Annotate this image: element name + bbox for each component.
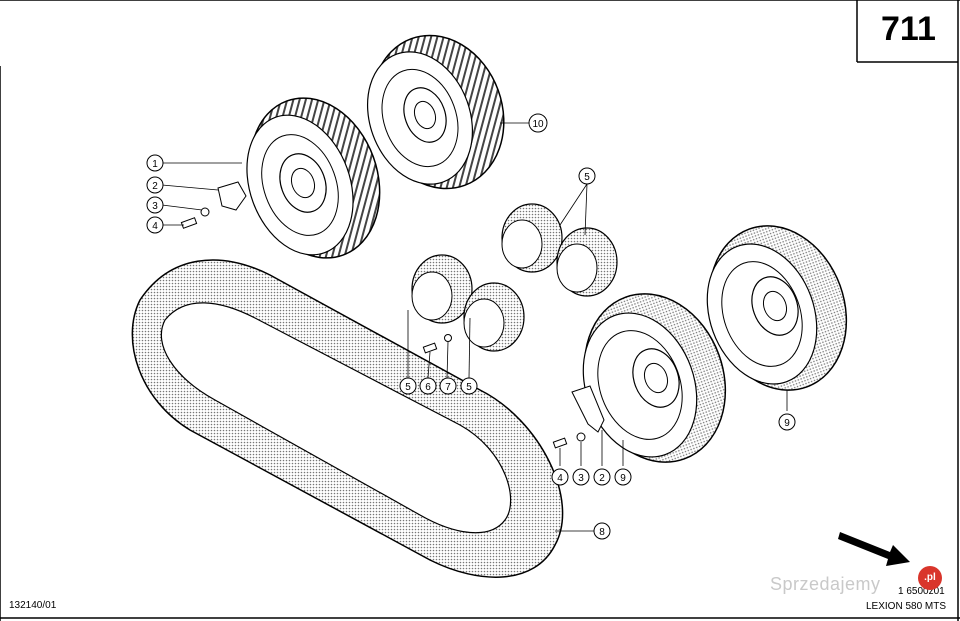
svg-text:2: 2 — [152, 181, 158, 192]
svg-text:5: 5 — [466, 382, 472, 393]
callout-2: 2 — [146, 176, 164, 194]
callout-8: 8 — [593, 522, 611, 540]
drawing-reference-left: 132140/01 — [9, 600, 57, 611]
direction-arrow-icon — [838, 532, 910, 566]
watermark-text: Sprzedajemy — [770, 574, 881, 594]
roller-pair-upper — [501, 203, 618, 297]
callout-5-lower-left: 5 — [399, 377, 417, 395]
leader-lines — [161, 122, 788, 532]
svg-text:9: 9 — [620, 473, 626, 484]
svg-text:4: 4 — [557, 473, 563, 484]
svg-text:8: 8 — [599, 527, 605, 538]
callout-9-right: 9 — [778, 413, 796, 431]
wheel-lower-front — [582, 293, 727, 463]
callout-3-lower: 3 — [572, 468, 590, 486]
callout-4: 4 — [146, 216, 164, 234]
rubber-track — [131, 259, 564, 578]
callout-6: 6 — [419, 377, 437, 395]
tread-wheel-upper — [366, 34, 505, 190]
svg-text:4: 4 — [152, 221, 158, 232]
model-name: LEXION 580 MTS — [866, 601, 947, 612]
svg-text:2: 2 — [599, 473, 605, 484]
hardware-lower — [552, 385, 605, 449]
svg-text:3: 3 — [152, 201, 158, 212]
callout-2-lower: 2 — [593, 468, 611, 486]
svg-text:1: 1 — [152, 159, 158, 170]
tread-wheel-upper-left — [246, 97, 381, 259]
callout-5-lower-right: 5 — [460, 377, 478, 395]
hardware-upper — [180, 181, 247, 229]
wheel-lower-rear — [706, 225, 848, 391]
callout-5-upper: 5 — [578, 167, 596, 185]
svg-text:5: 5 — [405, 382, 411, 393]
callout-10: 10 — [528, 113, 548, 133]
callout-1: 1 — [146, 154, 164, 172]
callout-9-lower: 9 — [614, 468, 632, 486]
page-number: 711 — [881, 10, 936, 48]
hardware-middle — [422, 334, 452, 354]
svg-text:7: 7 — [445, 382, 451, 393]
callout-4-lower: 4 — [551, 468, 569, 486]
watermark-badge: .pl — [918, 566, 942, 590]
svg-text:10: 10 — [532, 119, 544, 130]
svg-text:6: 6 — [425, 382, 431, 393]
svg-text:9: 9 — [784, 418, 790, 429]
roller-pair-middle — [411, 254, 525, 352]
svg-text:3: 3 — [578, 473, 584, 484]
callout-3: 3 — [146, 196, 164, 214]
drawing-reference-right: 1 6500z01 — [898, 586, 945, 597]
svg-text:5: 5 — [584, 172, 590, 183]
callout-7: 7 — [439, 377, 457, 395]
